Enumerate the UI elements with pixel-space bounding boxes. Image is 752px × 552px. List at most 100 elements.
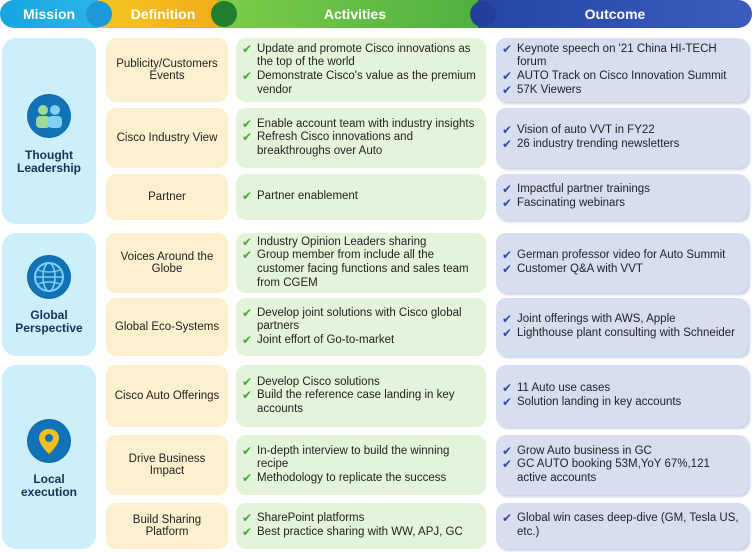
activity-item: ✔ Partner enablement (242, 190, 480, 204)
header-connector-dot (86, 1, 112, 27)
checkmark-icon: ✔ (502, 248, 513, 263)
mission-label-line: Local (33, 472, 65, 486)
definition-cell: Build Sharing Platform (106, 503, 228, 549)
activity-item: ✔Methodology to replicate the success (242, 470, 480, 486)
definition-cell: Voices Around the Globe (106, 233, 228, 293)
header-connector-dot (211, 1, 237, 27)
outcome-item: ✔ Solution landing in key accounts (502, 395, 742, 410)
outcome-text: Grow Auto business in GC (517, 444, 652, 457)
header-definition-label: Definition (130, 6, 196, 22)
checkmark-icon: ✔ (502, 395, 513, 409)
activities-cell: ✔ In-depth interview to build the winning… (236, 435, 486, 495)
outcome-text: Global win cases deep-dive (GM, Tesla US… (517, 512, 739, 538)
checkmark-icon: ✔ (242, 525, 253, 539)
checkmark-icon: ✔ (242, 116, 253, 131)
outcome-cell: ✔German professor video for Auto Summit … (496, 233, 748, 293)
definition-text: Publicity/Customers Events (116, 58, 218, 82)
activity-item: ✔ Update and promote Cisco innovations as… (242, 41, 480, 70)
outcome-cell: ✔Global win cases deep-dive (GM, Tesla U… (496, 503, 748, 549)
outcome-text: GC AUTO booking 53M,YoY 67%,121 active a… (517, 458, 710, 484)
activity-item: ✔ In-depth interview to build the winning… (242, 443, 480, 472)
activity-item: ✔ Enable account team with industry insig… (242, 116, 480, 132)
checkmark-icon: ✔ (242, 41, 253, 56)
activity-item: ✔ Develop Cisco solutions (242, 374, 480, 390)
checkmark-icon: ✔ (502, 381, 513, 396)
checkmark-icon: ✔ (502, 443, 513, 458)
definition-text: Cisco Auto Offerings (114, 390, 220, 402)
outcome-text: German professor video for Auto Summit (517, 249, 726, 262)
mission-thought-leadership: Thought Leadership (2, 38, 96, 224)
outcome-item: ✔Impactful partner trainings (502, 183, 742, 197)
checkmark-icon: ✔ (502, 312, 513, 327)
outcome-item: ✔ German professor video for Auto Summit (502, 249, 742, 263)
activity-item: ✔ Demonstrate Cisco's value as the premiu… (242, 69, 480, 97)
checkmark-icon: ✔ (502, 326, 513, 340)
outcome-text: Lighthouse plant consulting with Schneid… (517, 327, 736, 339)
definition-cell: Partner (106, 174, 228, 220)
activity-text: In-depth interview to build the winning … (257, 444, 450, 471)
outcome-item: ✔57K Viewers (502, 82, 742, 98)
header-connector-dot (470, 1, 496, 27)
activity-item: ✔ SharePoint platforms (242, 512, 480, 526)
checkmark-icon: ✔ (242, 234, 253, 249)
activity-text: Develop joint solutions with Cisco globa… (257, 306, 462, 333)
activity-text: Group member from include all the custom… (257, 249, 469, 289)
checkmark-icon: ✔ (242, 248, 253, 263)
activities-cell: ✔ Enable account team with industry insig… (236, 108, 486, 168)
definition-text: Drive Business Impact (128, 453, 206, 477)
activity-text: Joint effort of Go-to-market (257, 333, 395, 346)
checkmark-icon: ✔ (502, 262, 513, 276)
activity-text: Demonstrate Cisco's value as the premium… (257, 70, 476, 96)
activity-item: ✔ Best practice sharing with WW, APJ, GC (242, 525, 480, 540)
checkmark-icon: ✔ (502, 82, 513, 97)
mission-label: Local execution (2, 473, 96, 499)
activity-text: Update and promote Cisco innovations as … (257, 42, 471, 69)
activity-item: ✔Refresh Cisco innovations and breakthro… (242, 130, 480, 158)
outcome-cell: ✔Joint offerings with AWS, Apple ✔Lighth… (496, 298, 748, 356)
outcome-item: ✔ Lighthouse plant consulting with Schnei… (502, 326, 742, 341)
definition-cell: Cisco Industry View (106, 108, 228, 168)
outcome-item: ✔26 industry trending newsletters (502, 137, 742, 152)
checkmark-icon: ✔ (502, 123, 513, 138)
checkmark-icon: ✔ (242, 130, 253, 145)
activity-text: Build the reference case landing in key … (257, 389, 455, 415)
activity-item: ✔Industry Opinion Leaders sharing (242, 234, 480, 250)
outcome-item: ✔Customer Q&A with VVT (502, 262, 742, 277)
checkmark-icon: ✔ (242, 69, 253, 83)
checkmark-icon: ✔ (242, 189, 253, 204)
mission-label-line: Leadership (16, 161, 82, 175)
outcome-item: ✔Vision of auto VVT in FY22 (502, 124, 742, 138)
activities-cell: ✔ Update and promote Cisco innovations as… (236, 38, 486, 102)
definition-cell: Global Eco-Systems (106, 298, 228, 356)
activities-cell: ✔Develop joint solutions with Cisco glob… (236, 298, 486, 356)
outcome-cell: ✔Keynote speech on '21 China HI-TECH for… (496, 38, 748, 102)
activity-text: Enable account team with industry insigh… (257, 117, 475, 130)
header-outcome-label: Outcome (584, 6, 646, 22)
activity-text: Best practice sharing with WW, APJ, GC (257, 526, 463, 538)
globe-icon (27, 255, 71, 299)
checkmark-icon: ✔ (502, 137, 513, 151)
header-definition: Definition (98, 0, 228, 28)
activity-item: ✔Develop joint solutions with Cisco glob… (242, 306, 480, 334)
checkmark-icon: ✔ (242, 374, 253, 389)
checkmark-icon: ✔ (242, 511, 253, 526)
checkmark-icon: ✔ (242, 443, 253, 458)
people-icon (27, 94, 71, 138)
outcome-item: ✔Global win cases deep-dive (GM, Tesla U… (502, 512, 742, 539)
definition-cell: Drive Business Impact (106, 435, 228, 495)
activities-cell: ✔ Develop Cisco solutions ✔ Build the refe… (236, 365, 486, 427)
outcome-item: ✔AUTO Track on Cisco Innovation Summit (502, 69, 742, 84)
outcome-item: ✔ Grow Auto business in GC (502, 443, 742, 459)
outcome-text: AUTO Track on Cisco Innovation Summit (517, 70, 727, 82)
activities-cell: ✔ Partner enablement (236, 174, 486, 220)
checkmark-icon: ✔ (502, 457, 513, 472)
definition-cell: Cisco Auto Offerings (106, 365, 228, 427)
checkmark-icon: ✔ (242, 470, 253, 485)
activity-text: Develop Cisco solutions (257, 375, 380, 388)
outcome-text: Solution landing in key accounts (517, 396, 682, 408)
activity-text: SharePoint platforms (257, 512, 365, 525)
outcome-item: ✔ GC AUTO booking 53M,YoY 67%,121 active … (502, 457, 742, 485)
mission-global-perspective: Global Perspective (2, 233, 96, 356)
definition-cell: Publicity/Customers Events (106, 38, 228, 102)
activity-text: Partner enablement (257, 190, 359, 203)
